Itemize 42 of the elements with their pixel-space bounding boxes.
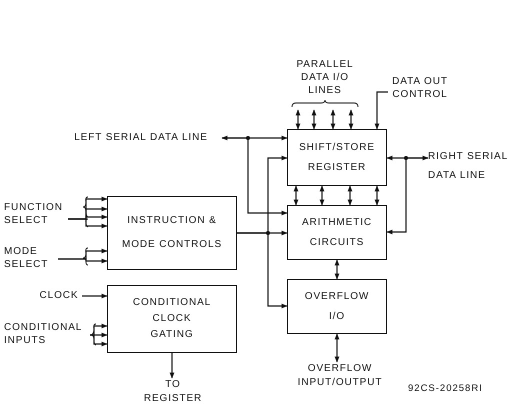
arrow	[330, 109, 336, 130]
arrow	[296, 109, 300, 130]
process-box	[107, 196, 237, 270]
signal-label: CLOCK	[40, 289, 78, 303]
arrow	[82, 294, 108, 298]
box-label: SHIFT/STORE REGISTER	[298, 140, 376, 174]
signal-label: LEFT SERIAL DATA LINE	[74, 131, 208, 145]
signal-label: DATA OUT CONTROL	[391, 75, 449, 101]
process-box	[287, 129, 387, 186]
arrow	[58, 258, 108, 264]
arrow	[334, 259, 340, 280]
arrow	[237, 232, 288, 308]
signal-label: PARALLEL DATA I/O LINES	[295, 58, 355, 97]
arrow	[348, 109, 354, 130]
arrow	[68, 218, 108, 228]
arrow	[170, 353, 174, 379]
arrow	[348, 185, 352, 206]
arrow	[90, 334, 108, 346]
signal-label: OVERFLOW INPUT/OUTPUT	[296, 362, 384, 390]
signal-label: TO REGISTER	[142, 378, 204, 406]
box-label: INSTRUCTION & MODE CONTROLS	[120, 214, 224, 252]
arrow	[312, 109, 316, 130]
arrow	[222, 137, 288, 216]
signal-label: FUNCTION SELECT	[4, 201, 64, 227]
arrow	[320, 185, 324, 206]
signal-label: MODE SELECT	[4, 245, 50, 271]
arrow	[374, 91, 388, 130]
process-box	[287, 205, 387, 260]
arrow	[221, 136, 288, 140]
signal-label: RIGHT SERIAL DATA LINE	[428, 150, 509, 183]
figure-number: 92CS-20258RI	[408, 383, 483, 394]
arrow	[334, 333, 340, 363]
signal-label: CONDITIONAL INPUTS	[4, 321, 83, 347]
arrow	[374, 185, 380, 206]
box-label: CONDITIONAL CLOCK GATING	[132, 296, 212, 342]
arrow	[294, 185, 298, 206]
arrow	[386, 156, 429, 160]
process-box	[107, 285, 237, 353]
process-box	[287, 279, 387, 334]
box-label: ARITHMETIC CIRCUITS	[300, 216, 374, 250]
box-label: OVERFLOW I/O	[304, 290, 370, 324]
arrow	[386, 157, 428, 234]
